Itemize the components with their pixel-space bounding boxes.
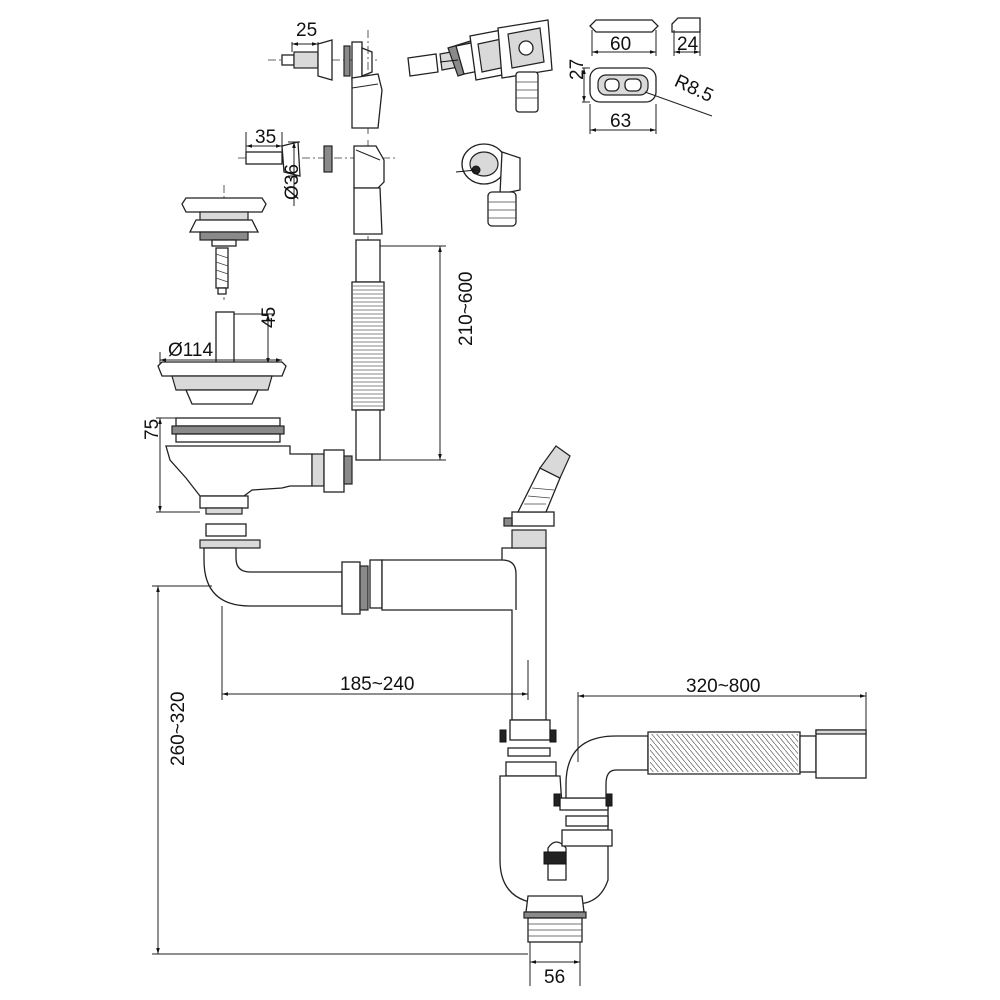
overflow-screw-part: 25: [268, 20, 380, 81]
overflow-round-assembly: [455, 143, 521, 227]
horizontal-pipe-tee: [369, 445, 571, 757]
dim-25: 25: [296, 20, 317, 41]
sink-strainer-body: 45 Ø114: [157, 307, 287, 405]
dim-27: 27: [567, 59, 588, 80]
dim-114: Ø114: [168, 340, 214, 361]
dim-45: 45: [259, 307, 280, 328]
overflow-flex-hose: 210~600: [351, 239, 477, 461]
dim-210-600: 210~600: [456, 272, 477, 347]
dim-56: 56: [544, 967, 565, 988]
strainer-top: [181, 185, 267, 300]
dim-320-800-group: 320~800: [577, 676, 867, 762]
dim-185-240: 185~240: [340, 674, 415, 695]
dim-36: Ø36: [282, 164, 303, 200]
dim-60: 60: [610, 34, 631, 55]
dim-260-320-group: 260~320: [152, 585, 528, 955]
dim-r85: R8.5: [671, 71, 716, 107]
outlet-elbow: [553, 735, 649, 847]
dim-63: 63: [610, 111, 631, 132]
overflow-body-rect: [497, 19, 553, 113]
overflow-round-housing: [353, 140, 385, 245]
overflow-plate-topview: 60 24 27 R8.5 63: [567, 17, 716, 134]
outlet-flex-hose: [647, 729, 867, 779]
drain-body: 75: [142, 417, 353, 515]
overflow-housing-top: [351, 30, 383, 135]
dim-24: 24: [677, 34, 699, 55]
dim-320-800: 320~800: [686, 676, 761, 697]
dim-260-320: 260~320: [168, 692, 189, 767]
elbow-connector: [199, 523, 369, 615]
dim-35: 35: [255, 127, 276, 148]
strainer-rod: [215, 247, 229, 295]
dim-75: 75: [142, 419, 163, 440]
dim-185-240-group: 185~240: [221, 606, 529, 700]
dim-56-group: 56: [529, 942, 581, 988]
